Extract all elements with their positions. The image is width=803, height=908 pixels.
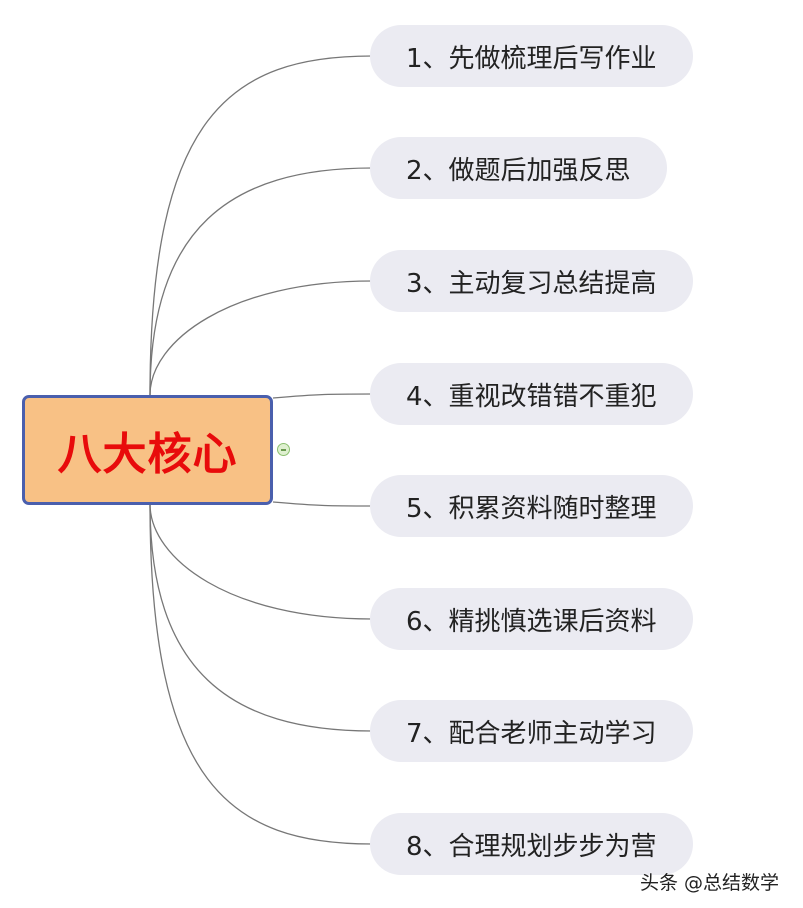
collapse-toggle-icon[interactable] [277,443,290,456]
subtopic-6[interactable]: 6、精挑慎选课后资料 [370,588,693,650]
subtopic-8[interactable]: 8、合理规划步步为营 [370,813,693,875]
subtopic-label: 3、主动复习总结提高 [406,268,657,299]
central-topic[interactable]: 八大核心 [22,395,273,505]
subtopic-3[interactable]: 3、主动复习总结提高 [370,250,693,312]
subtopic-5[interactable]: 5、积累资料随时整理 [370,475,693,537]
subtopic-label: 1、先做梳理后写作业 [406,43,657,74]
connector-line-1 [149,55,373,396]
subtopic-label: 8、合理规划步步为营 [406,831,657,862]
connector-line-2 [149,167,373,396]
watermark: 头条 @总结数学 [640,872,780,894]
subtopic-2[interactable]: 2、做题后加强反思 [370,137,667,199]
subtopic-label: 2、做题后加强反思 [406,155,631,186]
subtopic-4[interactable]: 4、重视改错错不重犯 [370,363,693,425]
connector-line-5 [272,501,373,507]
connector-line-7 [149,503,373,732]
connector-line-6 [149,503,373,620]
subtopic-label: 7、配合老师主动学习 [406,718,657,749]
subtopic-label: 6、精挑慎选课后资料 [406,606,657,637]
central-topic-label: 八大核心 [57,429,238,480]
subtopic-label: 4、重视改错错不重犯 [406,381,657,412]
subtopic-7[interactable]: 7、配合老师主动学习 [370,700,693,762]
subtopic-label: 5、积累资料随时整理 [406,493,657,524]
connector-line-4 [272,393,373,399]
connector-line-3 [149,280,373,396]
subtopic-1[interactable]: 1、先做梳理后写作业 [370,25,693,87]
connector-line-8 [149,503,373,845]
